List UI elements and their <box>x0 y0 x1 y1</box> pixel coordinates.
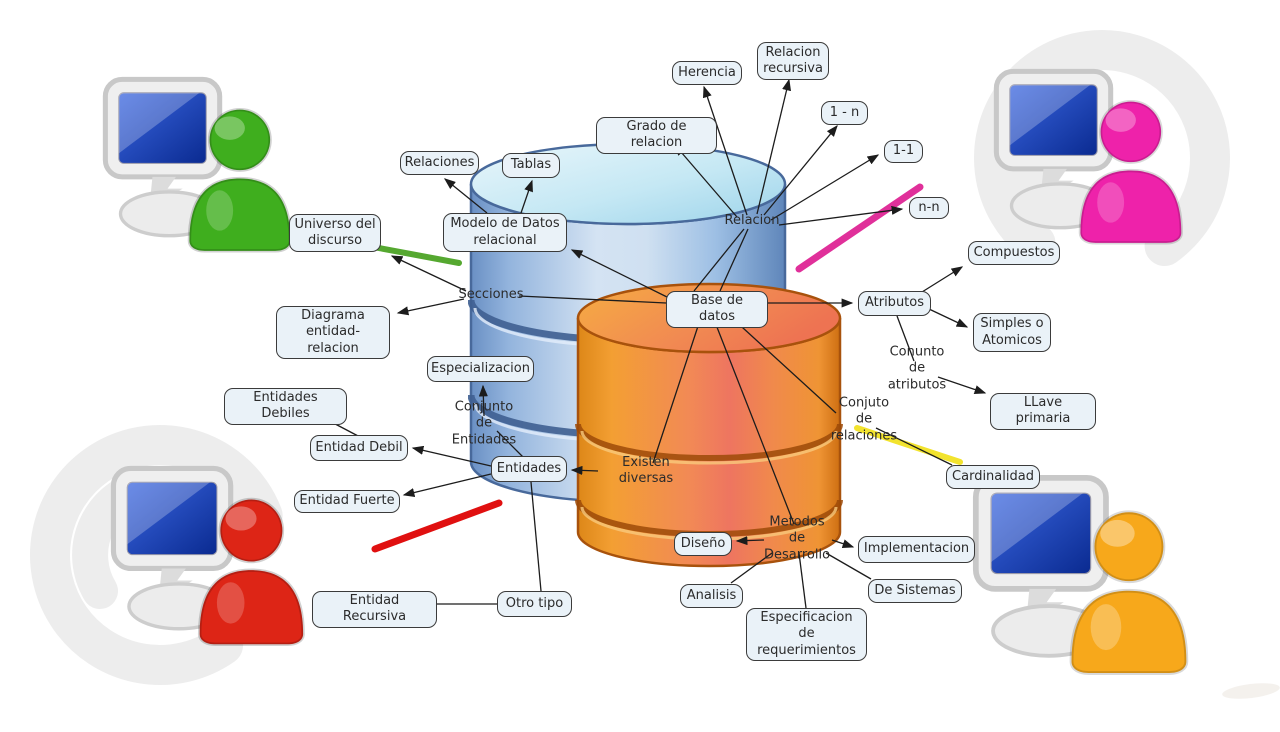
connector-line <box>570 249 668 298</box>
concept-node-n-n[interactable]: n-n <box>909 197 949 219</box>
accent-lines <box>317 183 963 553</box>
concept-node-simples-o-atomicos[interactable]: Simples o Atomicos <box>973 313 1051 352</box>
accent-line <box>854 425 963 465</box>
concept-node-atributos[interactable]: Atributos <box>858 291 931 316</box>
concept-node-entidades-debiles[interactable]: Entidades Debiles <box>224 388 347 425</box>
concept-node-llave-primaria[interactable]: LLave primaria <box>990 393 1096 430</box>
connector-line <box>530 481 542 592</box>
connector-line <box>831 539 855 549</box>
concept-node-metodos-de-desarrollo[interactable]: Metodos de Desarrollo <box>763 514 831 563</box>
connector-line <box>518 295 667 304</box>
connector-line <box>443 178 488 214</box>
connector-line <box>875 427 953 466</box>
concept-node-relacion[interactable]: Relacion <box>724 212 780 228</box>
connector-line <box>798 552 807 609</box>
connector-line <box>896 315 915 362</box>
connector-line <box>730 552 773 584</box>
connector-line <box>756 78 792 215</box>
concept-node-diseno[interactable]: Diseño <box>674 532 732 556</box>
connector-line <box>928 308 969 328</box>
concept-node-relaciones[interactable]: Relaciones <box>400 151 479 175</box>
concept-node-compuestos[interactable]: Compuestos <box>968 241 1060 265</box>
concept-node-universo-del-discurso[interactable]: Universo del discurso <box>289 214 381 252</box>
concept-node-entidad-recursiva[interactable]: Entidad Recursiva <box>312 591 437 628</box>
connector-line <box>778 205 904 226</box>
connector-line <box>693 228 745 292</box>
connector-line <box>763 124 838 216</box>
concept-node-cardinalidad[interactable]: Cardinalidad <box>946 465 1040 489</box>
accent-line <box>371 499 503 553</box>
concept-node-herencia[interactable]: Herencia <box>672 61 742 85</box>
concept-node-modelo-de-datos-relacional[interactable]: Modelo de Datos relacional <box>443 213 567 252</box>
concept-node-existen-diversas[interactable]: Existen diversas <box>618 454 674 486</box>
accent-line <box>795 183 924 273</box>
concept-node-implementacion[interactable]: Implementacion <box>858 536 975 563</box>
connector-line <box>520 179 533 214</box>
concept-node-relacion-recursiva[interactable]: Relacion recursiva <box>757 42 829 80</box>
concept-node-tablas[interactable]: Tablas <box>502 153 560 178</box>
concept-node-conjunto-de-entidades[interactable]: Conjunto de Entidades <box>451 399 517 448</box>
concept-node-grado-de-relacion[interactable]: Grado de relacion <box>596 117 717 154</box>
connector-lines <box>318 78 987 609</box>
concept-node-especificacion-de-requerimientos[interactable]: Especificacion de requerimientos <box>746 608 867 661</box>
concept-node-de-sistemas[interactable]: De Sistemas <box>868 579 962 603</box>
connector-line <box>937 376 987 394</box>
concept-node-uno-uno[interactable]: 1-1 <box>884 140 923 163</box>
concept-node-otro-tipo[interactable]: Otro tipo <box>497 591 572 617</box>
connector-line <box>652 316 702 464</box>
user-computer-icon-red <box>110 465 305 647</box>
concept-node-base-de-datos[interactable]: Base de datos <box>666 291 768 328</box>
concept-node-uno-n[interactable]: 1 - n <box>821 101 868 125</box>
connector-line <box>396 298 465 316</box>
connector-line <box>390 255 467 292</box>
connector-line <box>770 154 880 221</box>
connector-line <box>402 473 492 497</box>
concept-node-conjuto-de-relaciones[interactable]: Conjuto de relaciones <box>830 395 898 444</box>
connector-line <box>702 85 748 216</box>
concept-node-especializacion[interactable]: Especializacion <box>427 356 534 382</box>
connector-line <box>825 552 872 580</box>
concept-node-entidades[interactable]: Entidades <box>491 456 567 482</box>
concept-node-analisis[interactable]: Analisis <box>680 584 743 608</box>
connector-line <box>735 536 765 546</box>
concept-node-secciones[interactable]: Secciones <box>458 286 524 302</box>
user-computer-icon-green <box>102 76 292 253</box>
connector-line <box>712 316 795 525</box>
concept-node-entidad-fuerte[interactable]: Entidad Fuerte <box>294 490 400 513</box>
connector-line <box>730 316 837 414</box>
connector-line <box>674 144 738 218</box>
concept-node-entidad-debil[interactable]: Entidad Debil <box>310 435 408 461</box>
connector-line <box>921 266 964 293</box>
user-computer-icon-pink <box>993 68 1183 245</box>
connector-line <box>478 384 488 417</box>
connector-line <box>496 430 524 458</box>
connector-line <box>570 465 599 475</box>
concept-node-diagrama-entidad-relacion[interactable]: Diagrama entidad-relacion <box>276 306 390 359</box>
connector-line <box>411 445 492 467</box>
user-computer-icon-orange <box>972 474 1189 675</box>
concept-node-conunto-de-atributos[interactable]: Conunto de atributos <box>887 344 947 393</box>
connector-line <box>719 228 749 292</box>
